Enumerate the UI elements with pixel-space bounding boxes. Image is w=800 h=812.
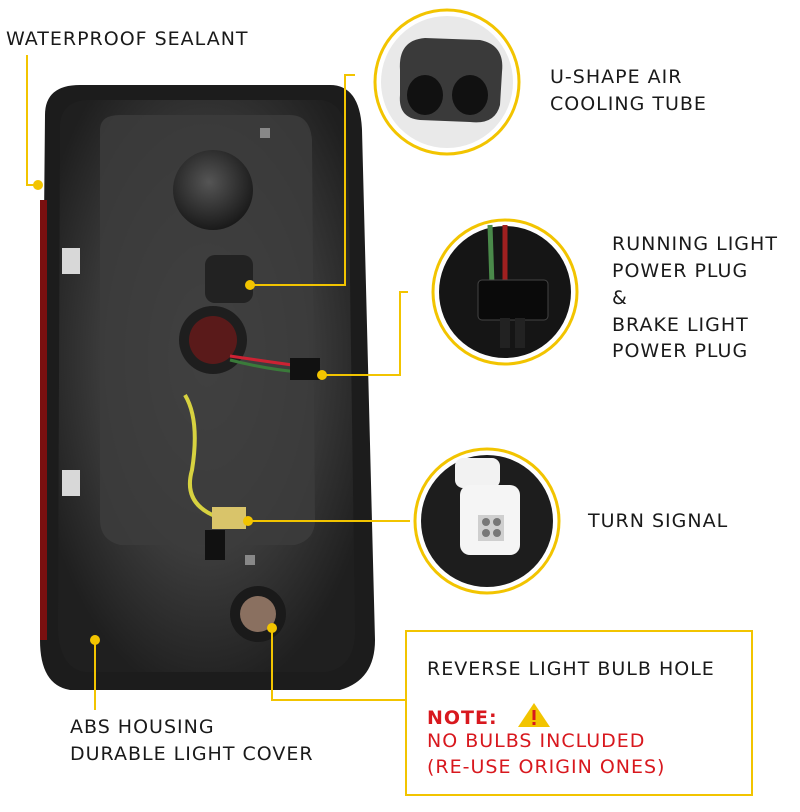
warning-triangle-icon bbox=[517, 703, 550, 727]
turn-signal-detail bbox=[413, 447, 561, 595]
note-heading: NOTE: bbox=[427, 702, 551, 729]
note-line-2: (RE-USE ORIGIN ONES) bbox=[427, 756, 666, 778]
plug-label-line4: BRAKE LIGHT bbox=[612, 314, 749, 336]
power-plug-detail bbox=[431, 218, 579, 366]
plug-label-line5: POWER PLUG bbox=[612, 340, 749, 362]
turn-signal-label: TURN SIGNAL bbox=[588, 510, 729, 532]
plug-label-line2: POWER PLUG bbox=[612, 260, 749, 282]
taillight-housing bbox=[40, 85, 375, 690]
plug-label-line1: RUNNING LIGHT bbox=[612, 233, 778, 255]
air-tube-label-line2: COOLING TUBE bbox=[550, 93, 707, 115]
abs-housing-label-line2: DURABLE LIGHT COVER bbox=[70, 743, 314, 765]
air-tube-label-line1: U-SHAPE AIR bbox=[550, 66, 683, 88]
reverse-light-note-box: REVERSE LIGHT BULB HOLE NOTE: NO BULBS I… bbox=[405, 630, 753, 796]
note-box-title: REVERSE LIGHT BULB HOLE bbox=[427, 658, 715, 680]
plug-label-line3: & bbox=[612, 287, 628, 309]
note-label: NOTE: bbox=[427, 707, 498, 729]
note-line-1: NO BULBS INCLUDED bbox=[427, 730, 646, 752]
air-tube-detail bbox=[373, 8, 521, 156]
abs-housing-label-line1: ABS HOUSING bbox=[70, 716, 215, 738]
waterproof-sealant-label: WATERPROOF SEALANT bbox=[6, 28, 249, 50]
callout-dots bbox=[33, 180, 327, 645]
